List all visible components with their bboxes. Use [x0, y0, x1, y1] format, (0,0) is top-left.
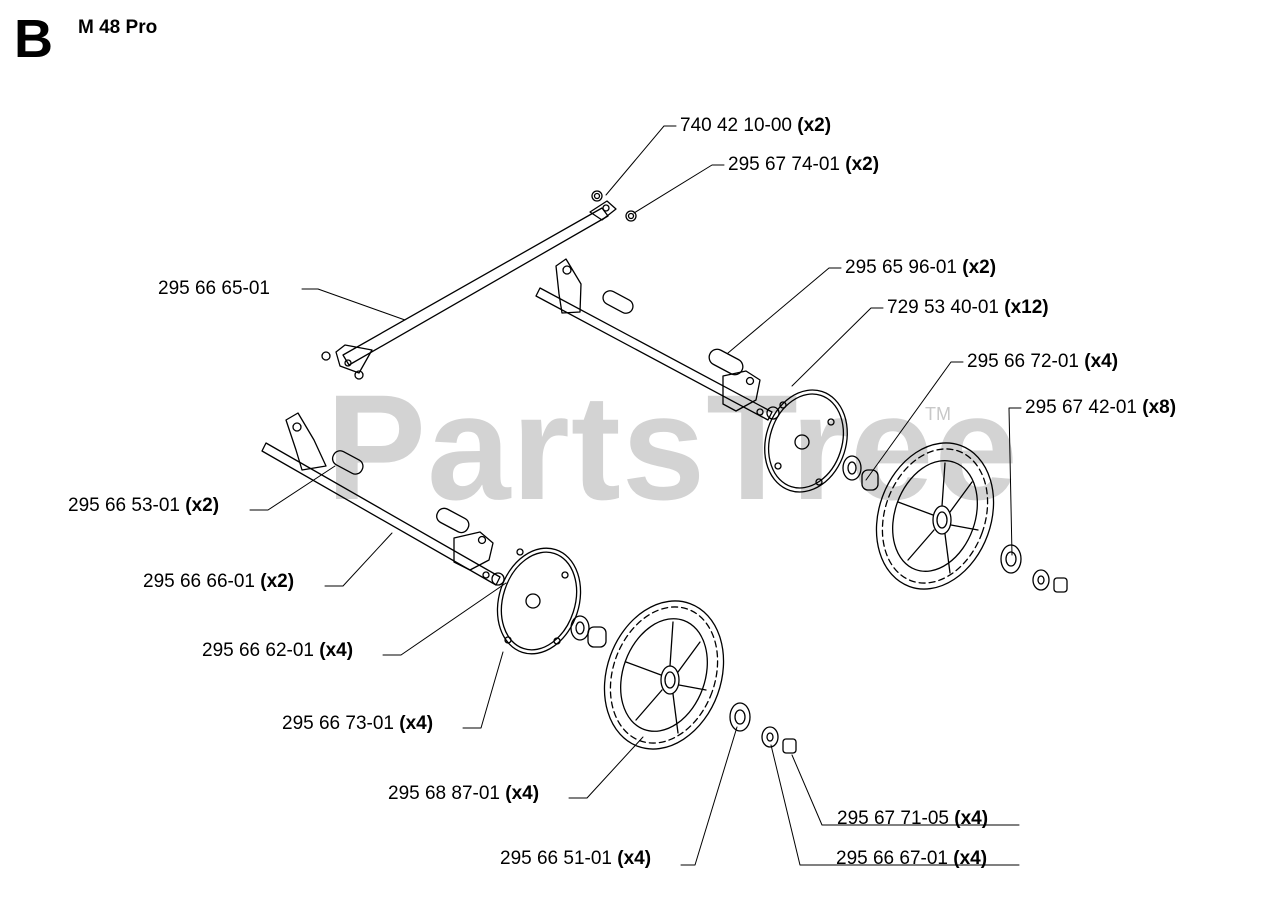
section-letter: B [14, 9, 53, 69]
callout-9[interactable]: 295 66 66-01 (x2) [143, 571, 294, 593]
part-number: 295 67 42-01 [1025, 397, 1137, 418]
leader-line-10 [382, 582, 507, 656]
leader-line-9 [324, 532, 393, 587]
callout-15[interactable]: 295 66 67-01 (x4) [836, 848, 987, 870]
leader-line-4 [727, 267, 842, 354]
part-number: 740 42 10-00 [680, 115, 792, 136]
callout-11[interactable]: 295 66 73-01 (x4) [282, 713, 433, 735]
wheel-rear [875, 442, 995, 590]
part-number: 295 67 71-05 [837, 808, 949, 829]
watermark: PartsTree [326, 363, 1019, 531]
leader-line-7 [1008, 407, 1022, 556]
part-number: 295 66 72-01 [967, 351, 1079, 372]
part-number: 295 66 67-01 [836, 848, 948, 869]
part-quantity: (x12) [1004, 297, 1049, 318]
callout-14[interactable]: 295 66 51-01 (x4) [500, 848, 651, 870]
hub-plate-front [496, 547, 582, 655]
callout-7[interactable]: 295 67 42-01 (x8) [1025, 397, 1176, 419]
part-quantity: (x4) [617, 848, 652, 869]
callout-12[interactable]: 295 68 87-01 (x4) [388, 783, 539, 805]
part-number: 295 67 74-01 [728, 154, 840, 175]
leader-line-8 [249, 465, 336, 511]
part-number: 295 68 87-01 [388, 783, 500, 804]
callout-6[interactable]: 295 66 72-01 (x4) [967, 351, 1118, 373]
leader-line-11 [462, 651, 504, 729]
callout-8[interactable]: 295 66 53-01 (x2) [68, 495, 219, 517]
part-quantity: (x4) [399, 713, 434, 734]
bearings-rear [842, 455, 879, 491]
callout-3[interactable]: 295 66 65-01 [158, 278, 270, 300]
callout-1[interactable]: 740 42 10-00 (x2) [680, 115, 831, 137]
part-quantity: (x2) [260, 571, 295, 592]
part-quantity: (x2) [185, 495, 220, 516]
wheel-front [603, 600, 725, 750]
linkage-rod [321, 190, 637, 380]
part-quantity: (x4) [1084, 351, 1119, 372]
leader-line-13 [791, 754, 1020, 826]
outer-hardware-front [729, 702, 797, 754]
callout-5[interactable]: 729 53 40-01 (x12) [887, 297, 1049, 319]
part-quantity: (x4) [954, 808, 989, 829]
front-axle [261, 412, 505, 586]
rear-axle [535, 258, 780, 421]
callout-13[interactable]: 295 67 71-05 (x4) [837, 808, 988, 830]
leader-line-2 [633, 164, 725, 214]
watermark-tm: TM [925, 404, 951, 424]
part-number: 295 66 62-01 [202, 640, 314, 661]
leader-line-14 [680, 726, 738, 866]
part-quantity: (x2) [797, 115, 832, 136]
leader-line-12 [568, 736, 644, 799]
outer-hardware-rear [1000, 544, 1068, 593]
part-number: 295 66 65-01 [158, 278, 270, 299]
part-number: 295 66 66-01 [143, 571, 255, 592]
part-number: 295 66 73-01 [282, 713, 394, 734]
callout-2[interactable]: 295 67 74-01 (x2) [728, 154, 879, 176]
part-quantity: (x4) [319, 640, 354, 661]
part-quantity: (x8) [1142, 397, 1177, 418]
part-quantity: (x2) [845, 154, 880, 175]
part-number: 295 66 53-01 [68, 495, 180, 516]
hub-plate-rear [764, 389, 848, 493]
callout-4[interactable]: 295 65 96-01 (x2) [845, 257, 996, 279]
leader-line-5 [791, 307, 884, 387]
leader-line-3 [301, 288, 406, 321]
part-number: 295 65 96-01 [845, 257, 957, 278]
part-quantity: (x4) [953, 848, 988, 869]
leader-line-1 [605, 125, 677, 196]
part-quantity: (x4) [505, 783, 540, 804]
leader-lines [249, 125, 1022, 866]
leader-line-15 [770, 744, 1020, 866]
part-number: 729 53 40-01 [887, 297, 999, 318]
part-number: 295 66 51-01 [500, 848, 612, 869]
callout-10[interactable]: 295 66 62-01 (x4) [202, 640, 353, 662]
part-quantity: (x2) [962, 257, 997, 278]
model-title: M 48 Pro [78, 17, 158, 38]
leader-line-6 [865, 361, 964, 481]
bearings-front [570, 615, 607, 648]
